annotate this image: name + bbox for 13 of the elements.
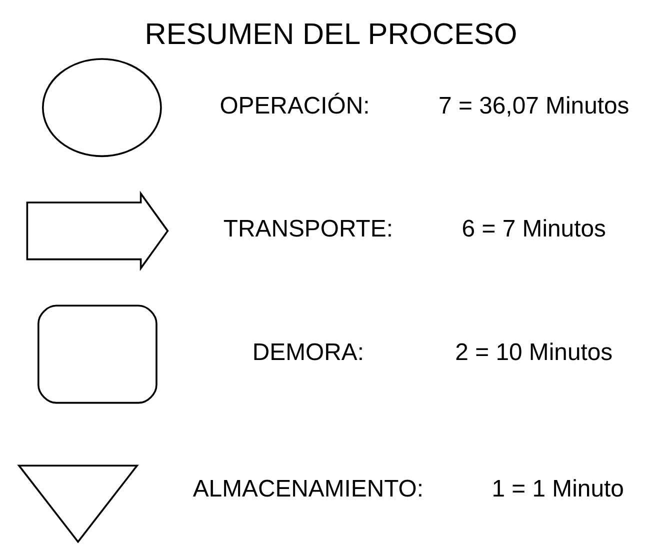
node-label: 2 = 10 Minutos — [454, 338, 612, 366]
node-circle — [42, 58, 162, 158]
node-triangle — [16, 464, 138, 544]
node-label: 1 = 1 Minuto — [491, 476, 624, 503]
node-label: OPERACIÓN: — [219, 92, 370, 120]
node-delay — [37, 304, 157, 404]
node-arrow — [26, 190, 168, 272]
node-label: 7 = 36,07 Minutos — [438, 92, 629, 120]
node-label: 6 = 7 Minutos — [461, 216, 606, 243]
node-label: DEMORA: — [252, 338, 364, 366]
node-label: ALMACENAMIENTO: — [192, 476, 424, 503]
diagram-title: RESUMEN DEL PROCESO — [144, 18, 517, 52]
node-label: TRANSPORTE: — [222, 216, 393, 243]
